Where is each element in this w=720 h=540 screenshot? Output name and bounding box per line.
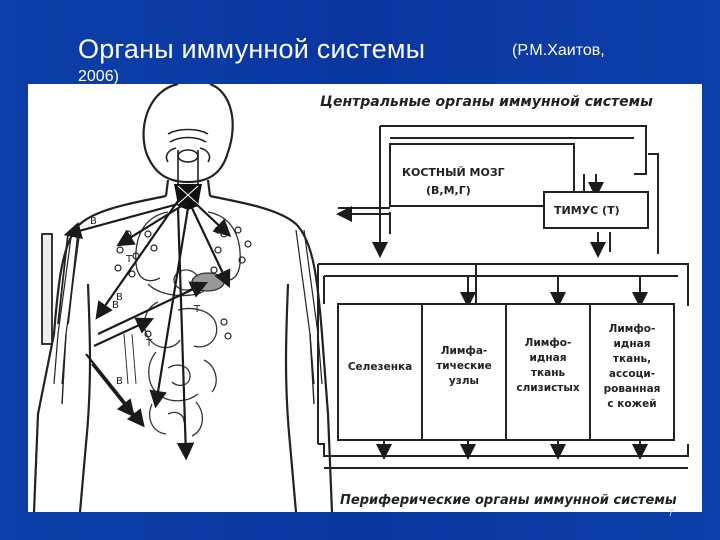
slide-number: 7	[668, 508, 674, 519]
organ-text: идная	[530, 352, 567, 364]
organ-text: узлы	[449, 375, 479, 387]
peripheral-organ-mucosal-tissue: Лимфо- идная ткань слизистых	[516, 337, 580, 394]
central-organs-header: Центральные органы иммунной системы	[320, 94, 653, 110]
diagram-panel: В В Т В Т В Т Центральные органы иммунно…	[28, 84, 702, 512]
peripheral-organ-skin-tissue: Лимфо- идная ткань, ассоци- рованная с к…	[604, 323, 661, 410]
body-label: В	[90, 216, 97, 227]
slide-title: Органы иммунной системы	[78, 34, 426, 64]
arm-vessels	[53, 229, 323, 385]
body-label: В	[112, 300, 119, 311]
thymus-box: ТИМУС (Т)	[543, 191, 649, 229]
organ-text: слизистых	[516, 382, 580, 394]
organ-text: идная	[614, 338, 651, 350]
organ-text: Селезенка	[348, 361, 412, 373]
organ-text: ткань	[531, 367, 566, 379]
organ-text: рованная	[604, 383, 661, 395]
slide-author: (Р.М.Хаитов,	[512, 42, 605, 59]
peripheral-organ-lymph-nodes: Лимфа- тические узлы	[436, 345, 492, 387]
thymus-label: ТИМУС (Т)	[554, 204, 620, 217]
organ-text: ткань,	[613, 353, 651, 365]
body-label: В	[116, 376, 123, 387]
organ-text: Лимфа-	[441, 345, 488, 357]
head-organs	[165, 128, 211, 184]
body-labels: В В Т В Т В Т	[90, 216, 201, 387]
human-body-outline	[32, 84, 334, 512]
bone-marrow-bone	[41, 233, 79, 345]
peripheral-organs-header: Периферические органы иммунной системы	[340, 493, 677, 508]
bone-marrow-label: КОСТНЫЙ МОЗГ	[402, 166, 505, 179]
organ-text: Лимфо-	[525, 337, 572, 349]
organ-text: Лимфо-	[609, 323, 656, 335]
immune-system-diagram: В В Т В Т В Т Центральные органы иммунно…	[32, 84, 689, 512]
body-label: Т	[193, 304, 201, 315]
thymus-arrows	[63, 197, 232, 461]
bone-marrow-cells: (В,М,Г)	[426, 184, 471, 197]
body-label: Т	[145, 338, 153, 349]
flow-connectors	[317, 125, 689, 469]
body-label: Т	[125, 254, 133, 265]
peripheral-organ-spleen: Селезенка	[348, 361, 412, 373]
organ-text: ассоци-	[609, 368, 655, 380]
spleen-arrows	[85, 281, 208, 428]
organ-text: тические	[436, 360, 492, 372]
peripheral-organs-row	[337, 303, 675, 441]
body-label: В	[116, 292, 123, 303]
organ-text: с кожей	[607, 398, 656, 410]
slide-year: 2006)	[78, 68, 119, 85]
